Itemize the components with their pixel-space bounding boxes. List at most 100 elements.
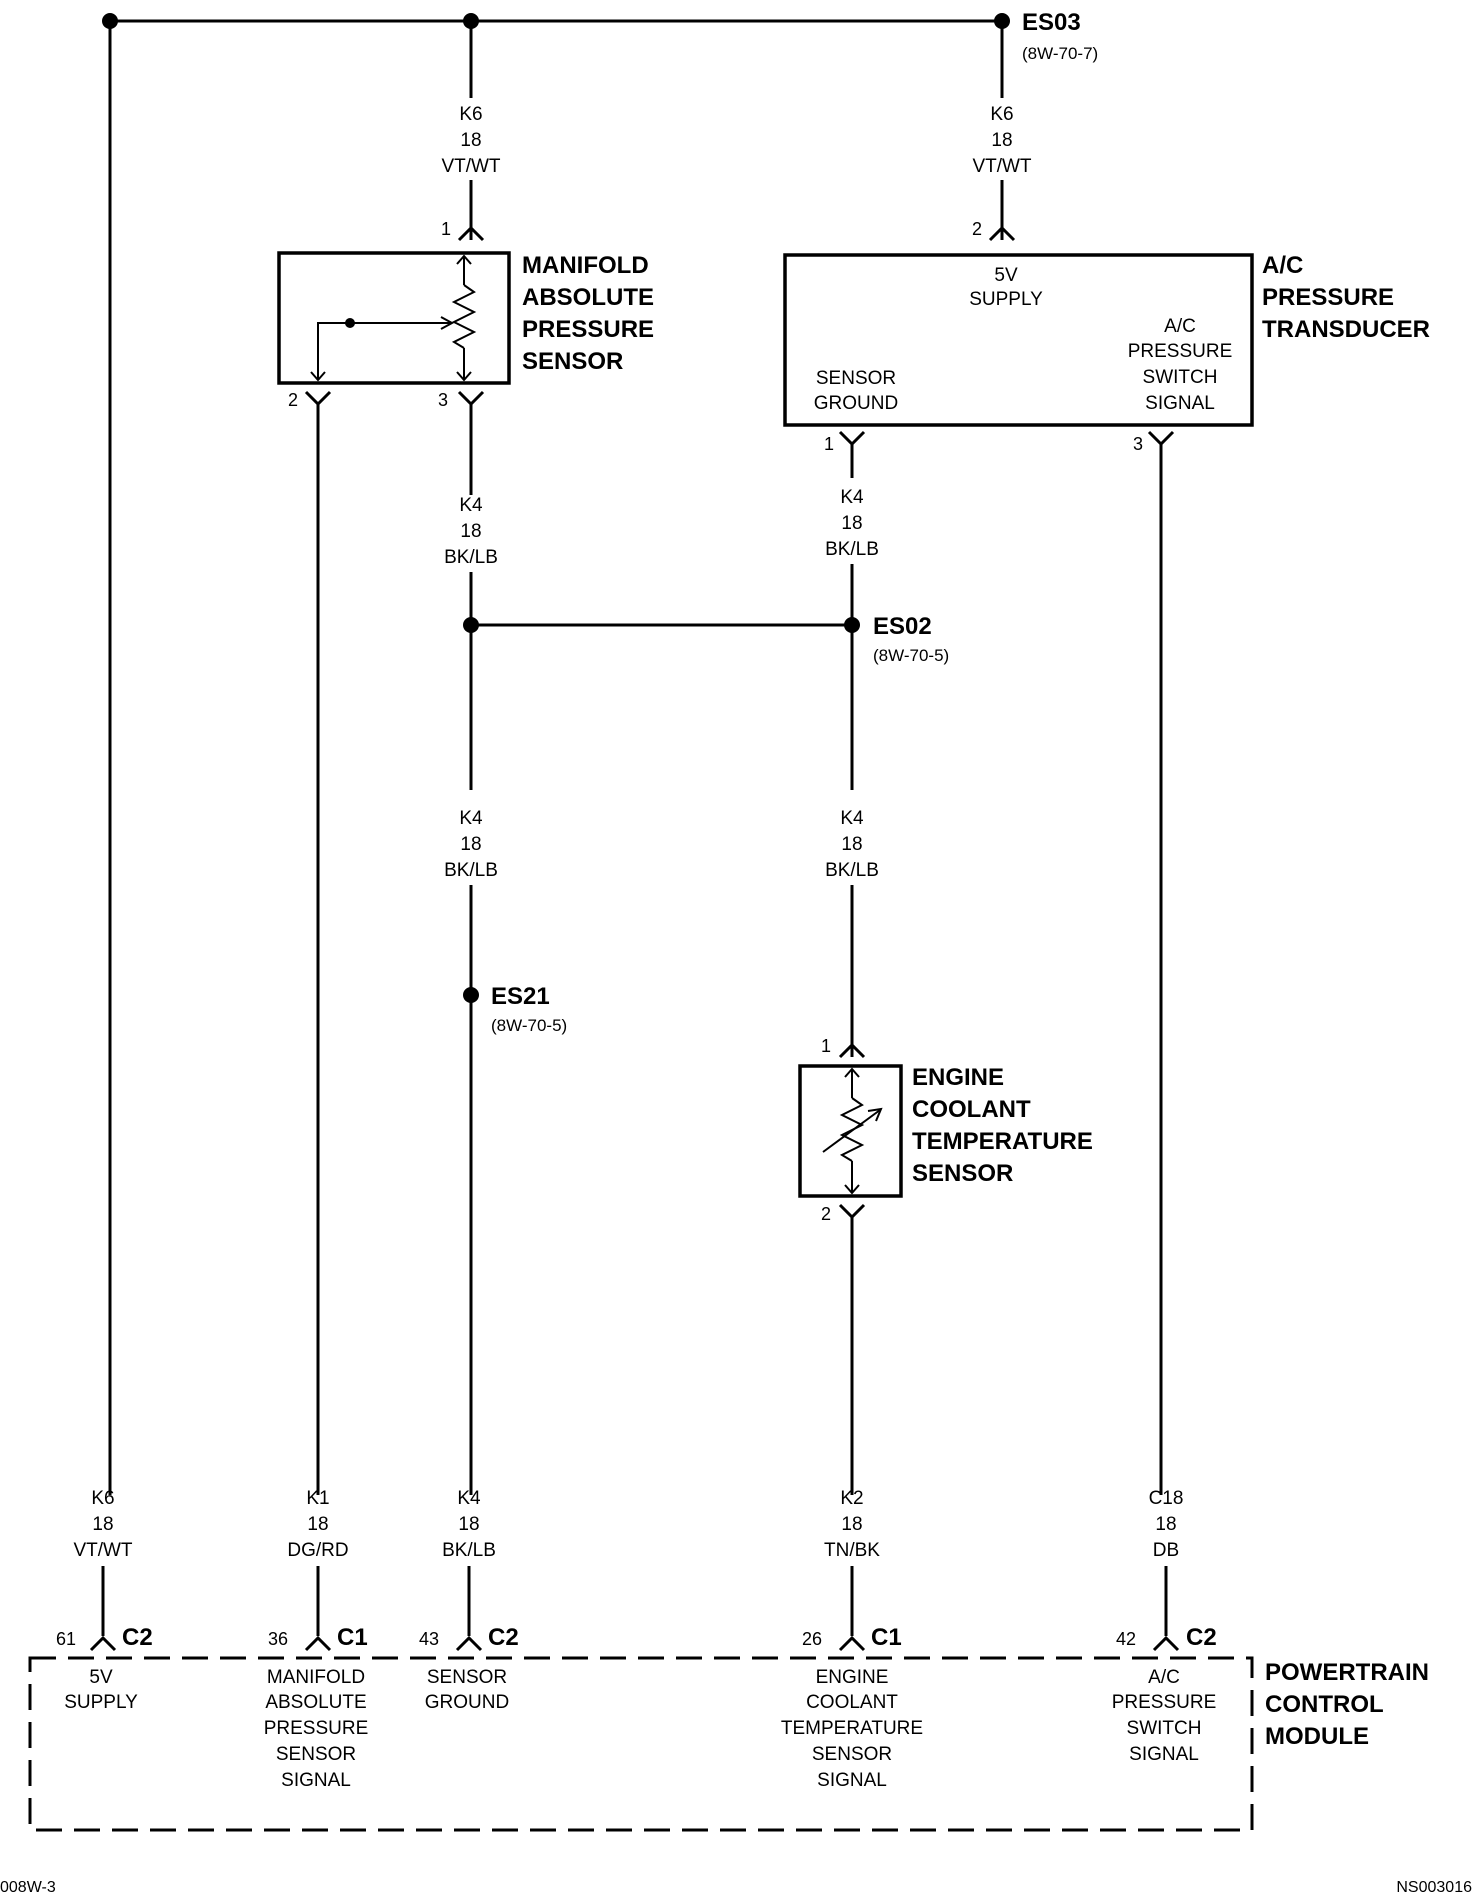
pcm-pin-descriptions: 5V SUPPLY MANIFOLD ABSOLUTE PRESSURE SEN… [64, 1667, 1216, 1791]
map-supply-gauge: 18 [460, 130, 481, 151]
mid-ground-circuit: K4 [459, 808, 483, 829]
ac-transducer-box [783, 253, 1254, 427]
footer-right-code: NS003016 [1396, 1879, 1472, 1896]
ac-pin3-connector-icon [1147, 430, 1175, 447]
pcm-26-text-1: ENGINE [816, 1667, 889, 1688]
pcm-26-text-2: COOLANT [806, 1692, 898, 1713]
map-sensor-label-2: ABSOLUTE [522, 284, 654, 311]
map-signal-arrow-icon [310, 371, 326, 382]
map-pin1-connector-icon [457, 225, 485, 242]
map-ground-circuit: K4 [459, 495, 483, 516]
ect-variable-arrow-icon [867, 1107, 883, 1122]
pcm-ground-gauge: 18 [458, 1514, 479, 1535]
pcm-26-text-4: SENSOR [812, 1744, 892, 1765]
pcm-ground-circuit: K4 [457, 1488, 481, 1509]
ect-sensor-label-2: COOLANT [912, 1096, 1031, 1123]
pcm-connectors: 61 C2 36 C1 43 C2 26 C1 42 C2 [56, 1624, 1217, 1652]
pcm-pin-42: 42 [1116, 1629, 1136, 1649]
map-arrow-up-icon [456, 254, 472, 265]
pcm-43-text-2: GROUND [425, 1692, 509, 1713]
pcm-ac-gauge: 18 [1155, 1514, 1176, 1535]
pcm-wire-labels: K6 18 VT/WT K1 18 DG/RD K4 18 BK/LB K2 1… [73, 1488, 1183, 1561]
mid-ground-color: BK/LB [444, 860, 498, 881]
map-sensor-label-4: SENSOR [522, 348, 623, 375]
ac-ground-color: BK/LB [825, 539, 879, 560]
ac-supply-text-2: SUPPLY [969, 289, 1043, 310]
map-ground-gauge: 18 [460, 521, 481, 542]
map-ground-color: BK/LB [444, 547, 498, 568]
pcm-supply-gauge: 18 [92, 1514, 113, 1535]
ac-transducer-label-2: PRESSURE [1262, 284, 1394, 311]
pcm-module-box [28, 1656, 1254, 1832]
map-signal-path [317, 322, 350, 380]
map-sensor-box [277, 251, 511, 385]
pcm-pin-36: 36 [268, 1629, 288, 1649]
map-sensor-label-1: MANIFOLD [522, 252, 649, 279]
ac-signal-text-2: PRESSURE [1128, 341, 1233, 362]
pcm-pin43-connector-icon [455, 1635, 483, 1652]
pcm-36-text-5: SIGNAL [281, 1770, 351, 1791]
ect-ground-color: BK/LB [825, 860, 879, 881]
pcm-label-2: CONTROL [1265, 1691, 1384, 1718]
map-resistor-icon [451, 284, 477, 349]
splice-es21-name: ES21 [491, 983, 550, 1010]
pcm-map-gauge: 18 [307, 1514, 328, 1535]
pcm-conn-c2-43: C2 [488, 1624, 519, 1651]
map-supply-circuit: K6 [459, 104, 482, 125]
splice-es02-name: ES02 [873, 613, 932, 640]
pcm-36-text-1: MANIFOLD [267, 1667, 365, 1688]
ac-supply-gauge: 18 [991, 130, 1012, 151]
map-supply-color: VT/WT [441, 156, 500, 177]
pcm-ground-color: BK/LB [442, 1540, 496, 1561]
pcm-61-text-2: SUPPLY [64, 1692, 138, 1713]
pcm-42-text-3: SWITCH [1127, 1718, 1202, 1739]
pcm-pin36-connector-icon [304, 1635, 332, 1652]
ac-supply-circuit: K6 [990, 104, 1013, 125]
splice-es03-name: ES03 [1022, 9, 1081, 36]
ect-pin-2: 2 [821, 1204, 831, 1224]
ac-ground-text-2: GROUND [814, 393, 898, 414]
pcm-conn-c2-42: C2 [1186, 1624, 1217, 1651]
pcm-pin26-connector-icon [838, 1635, 866, 1652]
pcm-61-text-1: 5V [89, 1667, 113, 1688]
footer-left-code: 008W-3 [0, 1879, 56, 1896]
mid-ground-gauge: 18 [460, 834, 481, 855]
ac-transducer-label-1: A/C [1262, 252, 1303, 279]
pcm-42-text-1: A/C [1148, 1667, 1180, 1688]
pcm-ect-gauge: 18 [841, 1514, 862, 1535]
ac-supply-text-1: 5V [994, 265, 1018, 286]
pcm-pin-26: 26 [802, 1629, 822, 1649]
map-sensor-label-3: PRESSURE [522, 316, 654, 343]
pcm-42-text-4: SIGNAL [1129, 1744, 1199, 1765]
pcm-map-circuit: K1 [306, 1488, 329, 1509]
pcm-pin42-connector-icon [1152, 1635, 1180, 1652]
ect-sensor-label-1: ENGINE [912, 1064, 1004, 1091]
map-wiper-arrow-icon [440, 316, 455, 330]
pcm-conn-c1-26: C1 [871, 1624, 902, 1651]
splice-es03-ref: (8W-70-7) [1022, 44, 1098, 63]
pcm-ac-circuit: C18 [1149, 1488, 1184, 1509]
pcm-supply-color: VT/WT [73, 1540, 132, 1561]
ac-pin2-connector-icon [988, 225, 1016, 242]
ac-signal-text-3: SWITCH [1143, 367, 1218, 388]
map-pin-1: 1 [441, 219, 451, 239]
map-pin-3: 3 [438, 390, 448, 410]
ect-pin2-connector-icon [838, 1203, 866, 1220]
pcm-36-text-2: ABSOLUTE [265, 1692, 366, 1713]
map-arrow-down-icon [456, 371, 472, 382]
ac-signal-text-1: A/C [1164, 316, 1196, 337]
ac-ground-gauge: 18 [841, 513, 862, 534]
pcm-ect-circuit: K2 [840, 1488, 863, 1509]
pcm-ac-color: DB [1153, 1540, 1179, 1561]
ac-supply-color: VT/WT [972, 156, 1031, 177]
ac-transducer-label-3: TRANSDUCER [1262, 316, 1430, 343]
pcm-label-3: MODULE [1265, 1723, 1369, 1750]
ect-sensor-label-3: TEMPERATURE [912, 1128, 1093, 1155]
pcm-pin61-connector-icon [89, 1635, 117, 1652]
ect-sensor-label-4: SENSOR [912, 1160, 1013, 1187]
ect-pin-1: 1 [821, 1036, 831, 1056]
ect-pin1-connector-icon [838, 1042, 866, 1059]
pcm-43-text-1: SENSOR [427, 1667, 507, 1688]
ac-pin-3: 3 [1133, 434, 1143, 454]
